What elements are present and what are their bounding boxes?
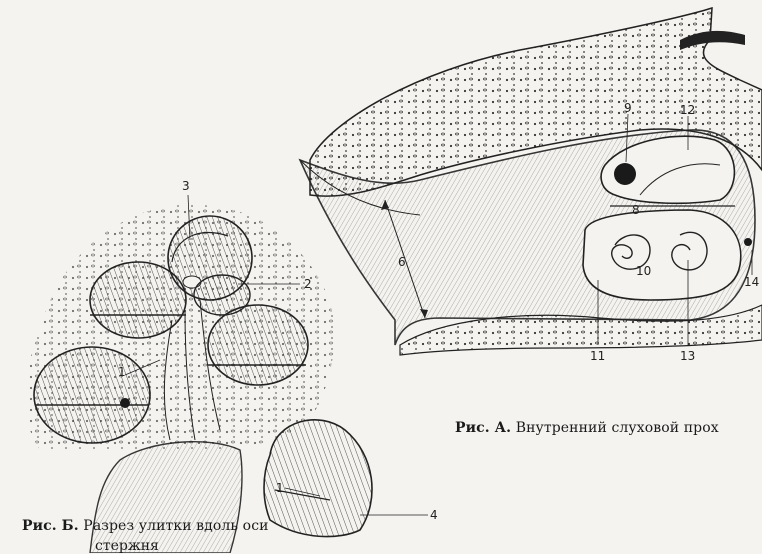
label-9: 9 <box>624 101 632 115</box>
label-1-lower: 1 <box>276 481 284 495</box>
label-11: 11 <box>590 349 605 363</box>
cochlea-turn-middle-right <box>208 305 308 385</box>
cochlea-turn-middle-left <box>90 262 186 338</box>
lower-compartment <box>583 210 741 300</box>
figure-a-caption-prefix: Рис. А. <box>455 420 511 436</box>
label-6: 6 <box>398 255 406 269</box>
label-14: 14 <box>744 275 759 289</box>
figure-b-caption-line2: стержня <box>95 538 159 554</box>
label-2: 2 <box>304 277 312 291</box>
label-13: 13 <box>680 349 695 363</box>
cochlea-turn-basal-left <box>34 347 150 443</box>
label-12: 12 <box>680 103 695 117</box>
figure-b-caption: Рис. Б. Разрез улитки вдоль оси <box>22 518 269 534</box>
figure-b-caption-prefix: Рис. Б. <box>22 518 79 534</box>
figure-a-drawing <box>300 8 762 355</box>
label-4: 4 <box>430 508 438 522</box>
facial-nerve-dot <box>614 163 636 185</box>
figure-b-caption-text: Разрез улитки вдоль оси <box>83 518 268 534</box>
figure-a-caption-text: Внутренний слуховой прох <box>516 420 719 436</box>
label-8: 8 <box>632 203 640 217</box>
label-10: 10 <box>636 264 651 278</box>
cochlea-base <box>90 442 242 553</box>
figure-a-caption: Рис. А. Внутренний слуховой прох <box>455 420 719 436</box>
cochlea-turn-basal-right <box>264 420 372 537</box>
label-3: 3 <box>182 179 190 193</box>
cochlea-turn-upper-right <box>194 275 250 315</box>
label-1-upper: 1 <box>118 365 126 379</box>
